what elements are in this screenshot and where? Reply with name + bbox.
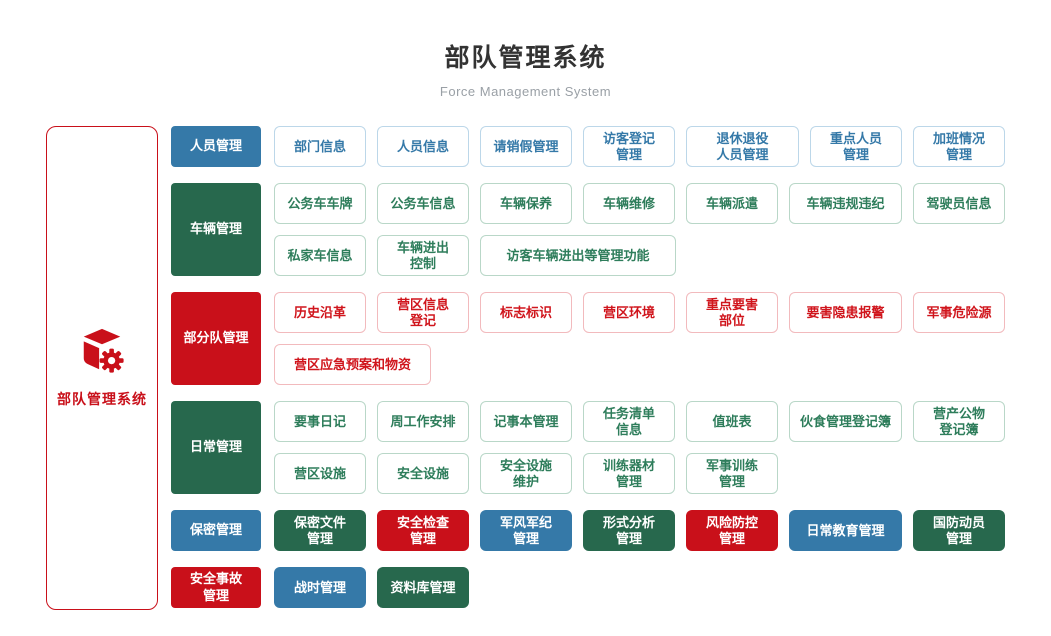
module-row: 保密管理保密文件 管理安全检查 管理军风军纪 管理形式分析 管理风险防控 管理日… bbox=[171, 510, 1005, 551]
module-line: 营区应急预案和物资 bbox=[274, 344, 1005, 385]
category-box: 车辆管理 bbox=[171, 183, 261, 276]
module-box: 形式分析 管理 bbox=[583, 510, 675, 551]
module-box: 安全设施 维护 bbox=[480, 453, 572, 494]
module-box: 公务车信息 bbox=[377, 183, 469, 224]
module-box: 营区信息 登记 bbox=[377, 292, 469, 333]
module-row: 日常管理要事日记周工作安排记事本管理任务清单 信息值班表伙食管理登记簿营产公物 … bbox=[171, 401, 1005, 494]
module-row: 安全事故 管理战时管理资料库管理 bbox=[171, 567, 1005, 608]
module-box: 伙食管理登记簿 bbox=[789, 401, 902, 442]
module-lines: 公务车车牌公务车信息车辆保养车辆维修车辆派遣车辆违规违纪驾驶员信息私家车信息车辆… bbox=[274, 183, 1005, 276]
module-rows: 人员管理部门信息人员信息请销假管理访客登记 管理退休退役 人员管理重点人员 管理… bbox=[171, 126, 1005, 608]
diagram-header: 部队管理系统 Force Management System bbox=[0, 0, 1051, 100]
module-box: 任务清单 信息 bbox=[583, 401, 675, 442]
module-box: 安全设施 bbox=[377, 453, 469, 494]
module-box: 私家车信息 bbox=[274, 235, 366, 276]
page-subtitle: Force Management System bbox=[439, 84, 612, 99]
module-box: 值班表 bbox=[686, 401, 778, 442]
module-box: 标志标识 bbox=[480, 292, 572, 333]
module-row: 人员管理部门信息人员信息请销假管理访客登记 管理退休退役 人员管理重点人员 管理… bbox=[171, 126, 1005, 167]
module-box: 驾驶员信息 bbox=[913, 183, 1005, 224]
module-box: 要害隐患报警 bbox=[789, 292, 902, 333]
module-box: 国防动员 管理 bbox=[913, 510, 1005, 551]
module-row: 车辆管理公务车车牌公务车信息车辆保养车辆维修车辆派遣车辆违规违纪驾驶员信息私家车… bbox=[171, 183, 1005, 276]
module-line: 私家车信息车辆进出 控制访客车辆进出等管理功能 bbox=[274, 235, 1005, 276]
module-box: 车辆进出 控制 bbox=[377, 235, 469, 276]
module-box: 重点人员 管理 bbox=[810, 126, 902, 167]
module-line: 公务车车牌公务车信息车辆保养车辆维修车辆派遣车辆违规违纪驾驶员信息 bbox=[274, 183, 1005, 224]
module-box: 人员信息 bbox=[377, 126, 469, 167]
page-title: 部队管理系统 bbox=[444, 44, 607, 72]
module-box: 周工作安排 bbox=[377, 401, 469, 442]
module-lines: 部门信息人员信息请销假管理访客登记 管理退休退役 人员管理重点人员 管理加班情况… bbox=[274, 126, 1005, 167]
module-box: 军事训练 管理 bbox=[686, 453, 778, 494]
category-box: 安全事故 管理 bbox=[171, 567, 261, 608]
cube-gear-icon bbox=[83, 328, 124, 373]
module-line: 营区设施安全设施安全设施 维护训练器材 管理军事训练 管理 bbox=[274, 453, 1005, 494]
module-box: 要事日记 bbox=[274, 401, 366, 442]
module-box: 保密文件 管理 bbox=[274, 510, 366, 551]
module-box: 营区设施 bbox=[274, 453, 366, 494]
root-system-label: 部队管理系统 bbox=[57, 391, 147, 407]
module-lines: 保密文件 管理安全检查 管理军风军纪 管理形式分析 管理风险防控 管理日常教育管… bbox=[274, 510, 1005, 551]
module-box: 重点要害 部位 bbox=[686, 292, 778, 333]
module-box: 营产公物 登记簿 bbox=[913, 401, 1005, 442]
module-box: 车辆违规违纪 bbox=[789, 183, 902, 224]
module-box: 退休退役 人员管理 bbox=[686, 126, 799, 167]
module-box: 加班情况 管理 bbox=[913, 126, 1005, 167]
category-box: 保密管理 bbox=[171, 510, 261, 551]
module-box: 营区环境 bbox=[583, 292, 675, 333]
module-line: 部门信息人员信息请销假管理访客登记 管理退休退役 人员管理重点人员 管理加班情况… bbox=[274, 126, 1005, 167]
module-lines: 战时管理资料库管理 bbox=[274, 567, 469, 608]
module-line: 保密文件 管理安全检查 管理军风军纪 管理形式分析 管理风险防控 管理日常教育管… bbox=[274, 510, 1005, 551]
diagram-body: 部队管理系统 人员管理部门信息人员信息请销假管理访客登记 管理退休退役 人员管理… bbox=[46, 126, 1051, 610]
module-line: 战时管理资料库管理 bbox=[274, 567, 469, 608]
module-box: 访客登记 管理 bbox=[583, 126, 675, 167]
module-line: 要事日记周工作安排记事本管理任务清单 信息值班表伙食管理登记簿营产公物 登记簿 bbox=[274, 401, 1005, 442]
module-box: 战时管理 bbox=[274, 567, 366, 608]
module-box: 资料库管理 bbox=[377, 567, 469, 608]
module-box: 历史沿革 bbox=[274, 292, 366, 333]
module-box: 训练器材 管理 bbox=[583, 453, 675, 494]
module-row: 部分队管理历史沿革营区信息 登记标志标识营区环境重点要害 部位要害隐患报警军事危… bbox=[171, 292, 1005, 385]
root-system-box: 部队管理系统 bbox=[46, 126, 158, 610]
module-box: 访客车辆进出等管理功能 bbox=[480, 235, 676, 276]
module-box: 车辆保养 bbox=[480, 183, 572, 224]
category-box: 人员管理 bbox=[171, 126, 261, 167]
module-box: 公务车车牌 bbox=[274, 183, 366, 224]
module-lines: 要事日记周工作安排记事本管理任务清单 信息值班表伙食管理登记簿营产公物 登记簿营… bbox=[274, 401, 1005, 494]
module-box: 安全检查 管理 bbox=[377, 510, 469, 551]
module-box: 军事危险源 bbox=[913, 292, 1005, 333]
module-box: 营区应急预案和物资 bbox=[274, 344, 431, 385]
module-box: 请销假管理 bbox=[480, 126, 572, 167]
module-box: 风险防控 管理 bbox=[686, 510, 778, 551]
module-box: 车辆维修 bbox=[583, 183, 675, 224]
module-box: 日常教育管理 bbox=[789, 510, 902, 551]
module-lines: 历史沿革营区信息 登记标志标识营区环境重点要害 部位要害隐患报警军事危险源营区应… bbox=[274, 292, 1005, 385]
module-box: 记事本管理 bbox=[480, 401, 572, 442]
category-box: 部分队管理 bbox=[171, 292, 261, 385]
module-box: 部门信息 bbox=[274, 126, 366, 167]
category-box: 日常管理 bbox=[171, 401, 261, 494]
module-line: 历史沿革营区信息 登记标志标识营区环境重点要害 部位要害隐患报警军事危险源 bbox=[274, 292, 1005, 333]
module-box: 军风军纪 管理 bbox=[480, 510, 572, 551]
module-box: 车辆派遣 bbox=[686, 183, 778, 224]
